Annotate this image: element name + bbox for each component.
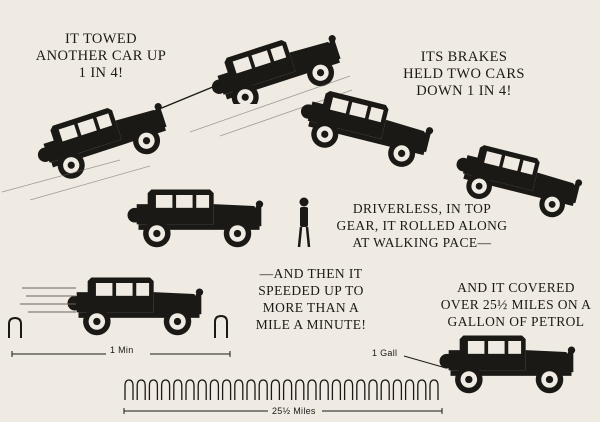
caption-covered: AND IT COVERED OVER 25½ MILES ON A GALLO… <box>440 280 592 329</box>
label-one-gallon: 1 Gall <box>372 348 398 358</box>
mile-post <box>392 379 403 400</box>
car-speeding <box>64 272 214 338</box>
label-miles: 25½ Miles <box>272 406 316 416</box>
mile-post <box>331 379 342 400</box>
mile-post <box>258 379 268 400</box>
mile-post <box>270 379 281 400</box>
mile-post <box>234 379 244 400</box>
mile-posts-row <box>124 379 439 400</box>
mile-post <box>185 379 195 400</box>
label-one-minute: 1 Min <box>110 345 134 355</box>
walking-man-figure <box>294 197 314 249</box>
mile-post-left <box>8 316 22 338</box>
caption-driverless: DRIVERLESS, IN TOP GEAR, IT ROLLED ALONG… <box>336 201 508 250</box>
mile-post <box>148 379 159 400</box>
mile-post <box>368 379 378 400</box>
mile-post <box>197 379 207 400</box>
mile-post <box>356 379 366 400</box>
mile-post <box>136 379 146 400</box>
car-walking-pace <box>124 184 274 250</box>
mile-post <box>295 379 305 400</box>
gallon-pointer <box>403 355 447 369</box>
car-braking-1 <box>292 76 452 186</box>
caption-towed: IT TOWED ANOTHER CAR UP 1 IN 4! <box>35 31 167 81</box>
hill-slope-lines <box>1 75 353 200</box>
mile-post-right <box>214 314 228 338</box>
mile-post <box>124 379 134 400</box>
mile-post <box>380 379 390 400</box>
mile-post <box>404 379 415 400</box>
mile-post <box>160 379 171 400</box>
caption-brakes: ITS BRAKES HELD TWO CARS DOWN 1 IN 4! <box>403 49 525 99</box>
mile-post <box>209 379 220 400</box>
mile-post <box>307 379 317 400</box>
mile-post <box>221 379 232 400</box>
car-petrol-economy <box>436 330 586 396</box>
miles-measure-line <box>123 408 443 414</box>
mile-post <box>429 379 439 400</box>
one-minute-measure-line <box>11 351 231 357</box>
car-braking-2 <box>448 130 600 240</box>
mile-post <box>282 379 293 400</box>
mile-post <box>417 379 427 400</box>
mile-post <box>246 379 256 400</box>
mile-post <box>173 379 183 400</box>
mile-post <box>343 379 354 400</box>
caption-speeded: —AND THEN IT SPEEDED UP TO MORE THAN A M… <box>255 266 367 332</box>
mile-post <box>319 379 329 400</box>
tow-rope <box>151 83 221 113</box>
speed-lines <box>20 287 76 313</box>
